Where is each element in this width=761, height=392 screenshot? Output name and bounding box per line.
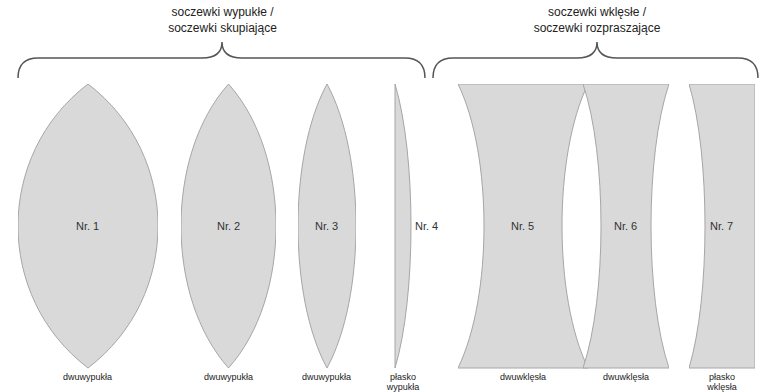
lens-number: Nr. 7 [710, 220, 733, 232]
lens-number: Nr. 2 [217, 220, 240, 232]
lens-type: dwuwypukła [204, 372, 253, 382]
lens: Nr. 5 dwuwklęsła [458, 84, 588, 392]
curly-brace [433, 42, 758, 78]
lens-outline [395, 84, 411, 368]
lens: Nr. 2 dwuwypukła [181, 84, 276, 392]
curly-brace [18, 42, 425, 78]
lens-outline [18, 84, 158, 368]
lens-outline [298, 84, 356, 368]
lens-type: dwuwypukła [63, 372, 112, 382]
lens-type: dwuwklęsła [500, 372, 546, 382]
lens: Nr. 4płasko wypukła [392, 84, 450, 392]
lens-number: Nr. 1 [76, 220, 99, 232]
lens-type: płasko wypukła [381, 372, 425, 392]
group-heading: soczewki wypukłe / soczewki skupiające [155, 4, 290, 36]
lens-outline [689, 84, 755, 368]
lens: Nr. 7 płasko wklęsła [689, 84, 755, 392]
lens-type: dwuwklęsła [603, 372, 649, 382]
lens-number: Nr. 5 [511, 220, 534, 232]
lens: Nr. 1 dwuwypukła [18, 84, 158, 392]
lens-number: Nr. 6 [614, 220, 637, 232]
lens: Nr. 6 dwuwklęsła [583, 84, 669, 392]
lens-type: dwuwypukła [302, 372, 351, 382]
lens-number: Nr. 3 [315, 220, 338, 232]
lens-number: Nr. 4 [415, 220, 438, 232]
group-heading: soczewki wklęsłe / soczewki rozpraszając… [527, 4, 667, 36]
lens: Nr. 3 dwuwypukła [298, 84, 356, 392]
lens-outline [181, 84, 276, 368]
lens-outline [583, 84, 669, 368]
lens-type: płasko wklęsła [698, 372, 746, 392]
lens-outline [458, 84, 588, 368]
